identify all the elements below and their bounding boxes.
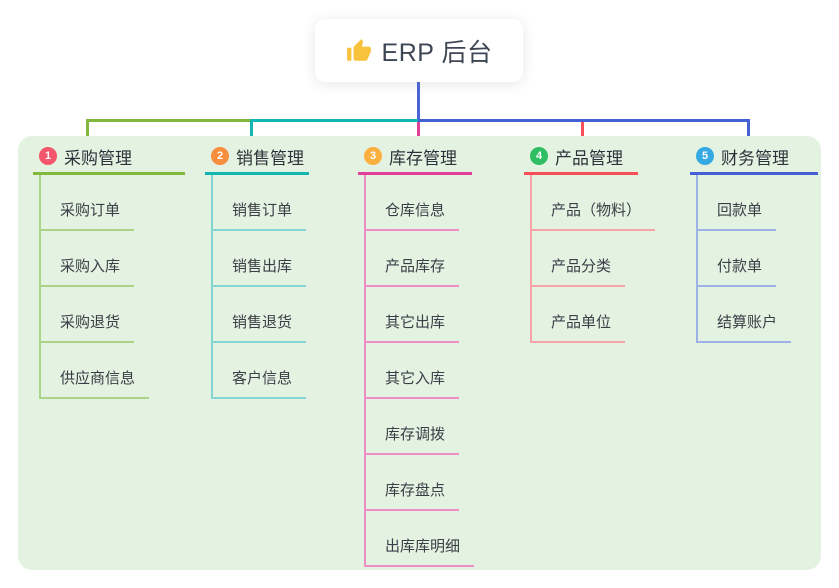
- connector-drop-purchase: [86, 119, 89, 145]
- connector-bus-blue: [418, 119, 750, 122]
- priority-badge: 3: [364, 147, 382, 165]
- child-node[interactable]: 产品分类: [532, 231, 626, 287]
- root-node[interactable]: ERP 后台: [315, 19, 523, 82]
- priority-badge: 4: [530, 147, 548, 165]
- child-node[interactable]: 产品库存: [366, 231, 460, 287]
- branch-heading-finance[interactable]: 5 财务管理: [690, 145, 818, 175]
- child-node[interactable]: 采购退货: [41, 287, 135, 343]
- child-node[interactable]: 仓库信息: [366, 175, 460, 231]
- branch-children: 仓库信息 产品库存 其它出库 其它入库 库存调拨 库存盘点 出库库明细: [364, 175, 475, 567]
- priority-badge: 2: [211, 147, 229, 165]
- priority-badge: 5: [696, 147, 714, 165]
- branch-children: 销售订单 销售出库 销售退货 客户信息: [211, 175, 307, 399]
- connector-drop-finance: [747, 119, 750, 145]
- child-node[interactable]: 付款单: [698, 231, 777, 287]
- branches-panel: [18, 136, 821, 570]
- child-node[interactable]: 采购订单: [41, 175, 135, 231]
- connector-drop-inventory: [417, 122, 420, 145]
- branch-label: 库存管理: [389, 148, 457, 168]
- connector-drop-sales: [250, 119, 253, 145]
- priority-badge: 1: [39, 147, 57, 165]
- branch-heading-sales[interactable]: 2 销售管理: [205, 145, 309, 175]
- thumbs-up-icon: [346, 38, 371, 61]
- branch-heading-purchase[interactable]: 1 采购管理: [33, 145, 185, 175]
- connector-root-vertical: [417, 82, 420, 120]
- branch-children: 回款单 付款单 结算账户: [696, 175, 792, 343]
- branch-sales: 2 销售管理 销售订单 销售出库 销售退货 客户信息: [205, 145, 309, 399]
- child-node[interactable]: 库存调拨: [366, 399, 460, 455]
- child-node[interactable]: 回款单: [698, 175, 777, 231]
- branch-inventory: 3 库存管理 仓库信息 产品库存 其它出库 其它入库 库存调拨 库存盘点 出库库…: [358, 145, 475, 567]
- branch-children: 采购订单 采购入库 采购退货 供应商信息: [39, 175, 150, 399]
- child-node[interactable]: 产品单位: [532, 287, 626, 343]
- child-node[interactable]: 销售订单: [213, 175, 307, 231]
- child-node[interactable]: 其它入库: [366, 343, 460, 399]
- branch-heading-product[interactable]: 4 产品管理: [524, 145, 638, 175]
- child-node[interactable]: 出库库明细: [366, 511, 475, 567]
- branch-label: 销售管理: [236, 148, 304, 168]
- child-node[interactable]: 供应商信息: [41, 343, 150, 399]
- child-node[interactable]: 采购入库: [41, 231, 135, 287]
- branch-label: 财务管理: [721, 148, 789, 168]
- child-node[interactable]: 销售退货: [213, 287, 307, 343]
- child-node[interactable]: 产品（物料）: [532, 175, 656, 231]
- connector-bus-green: [87, 119, 253, 122]
- child-node[interactable]: 结算账户: [698, 287, 792, 343]
- branch-heading-inventory[interactable]: 3 库存管理: [358, 145, 472, 175]
- connector-drop-product: [581, 122, 584, 145]
- branch-label: 产品管理: [555, 148, 623, 168]
- root-title: ERP 后台: [381, 38, 493, 67]
- branch-children: 产品（物料） 产品分类 产品单位: [530, 175, 656, 343]
- connector-bus-teal: [251, 119, 420, 122]
- child-node[interactable]: 库存盘点: [366, 455, 460, 511]
- child-node[interactable]: 客户信息: [213, 343, 307, 399]
- branch-label: 采购管理: [64, 148, 132, 168]
- branch-product: 4 产品管理 产品（物料） 产品分类 产品单位: [524, 145, 656, 343]
- child-node[interactable]: 其它出库: [366, 287, 460, 343]
- branch-finance: 5 财务管理 回款单 付款单 结算账户: [690, 145, 818, 343]
- branch-purchase: 1 采购管理 采购订单 采购入库 采购退货 供应商信息: [33, 145, 185, 399]
- child-node[interactable]: 销售出库: [213, 231, 307, 287]
